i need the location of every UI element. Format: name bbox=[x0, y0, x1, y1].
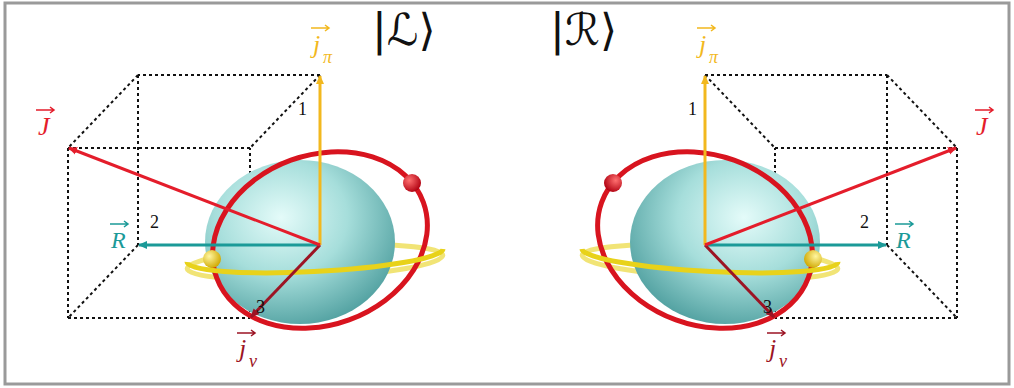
axis-number: 1 bbox=[298, 100, 307, 118]
vector-subscript: ν bbox=[779, 352, 787, 370]
axis-number: 3 bbox=[256, 298, 265, 316]
vector-label: R bbox=[111, 228, 126, 252]
vector-label: j bbox=[699, 32, 706, 58]
vector-label: j bbox=[769, 336, 776, 362]
vector-label: J bbox=[38, 114, 50, 140]
state-label: |ℛ⟩ bbox=[550, 8, 617, 52]
axis-number: 3 bbox=[763, 298, 772, 316]
vector-subscript: π bbox=[323, 48, 332, 66]
vector-label: j bbox=[239, 336, 246, 362]
axis-number: 2 bbox=[860, 213, 869, 231]
vector-label: j bbox=[313, 32, 320, 58]
vector-subscript: π bbox=[709, 48, 718, 66]
vector-subscript: ν bbox=[249, 352, 257, 370]
axis-number: 1 bbox=[688, 100, 697, 118]
axis-number: 2 bbox=[150, 213, 159, 231]
vector-label: R bbox=[896, 228, 911, 252]
state-label: |ℒ⟩ bbox=[372, 8, 436, 52]
vector-label: J bbox=[976, 114, 988, 140]
